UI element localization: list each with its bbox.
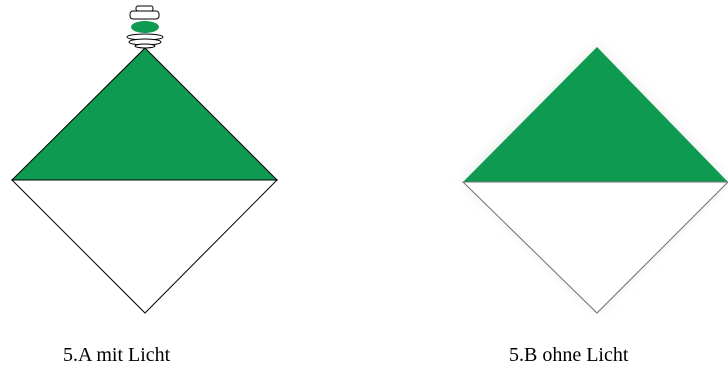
caption-5a: 5.A mit Licht [63,345,170,365]
sign-5a-with-light [12,6,277,313]
green-light-lens [131,21,159,33]
sign-5b-green-top [463,47,728,182]
sign-5b-white-bottom [463,182,728,313]
sign-5a-white-bottom [12,180,277,313]
light-fixture-icon [127,6,163,48]
sign-5b-without-light [461,44,728,314]
sign-5a-green-top [12,48,277,180]
caption-5b: 5.B ohne Licht [509,345,628,365]
